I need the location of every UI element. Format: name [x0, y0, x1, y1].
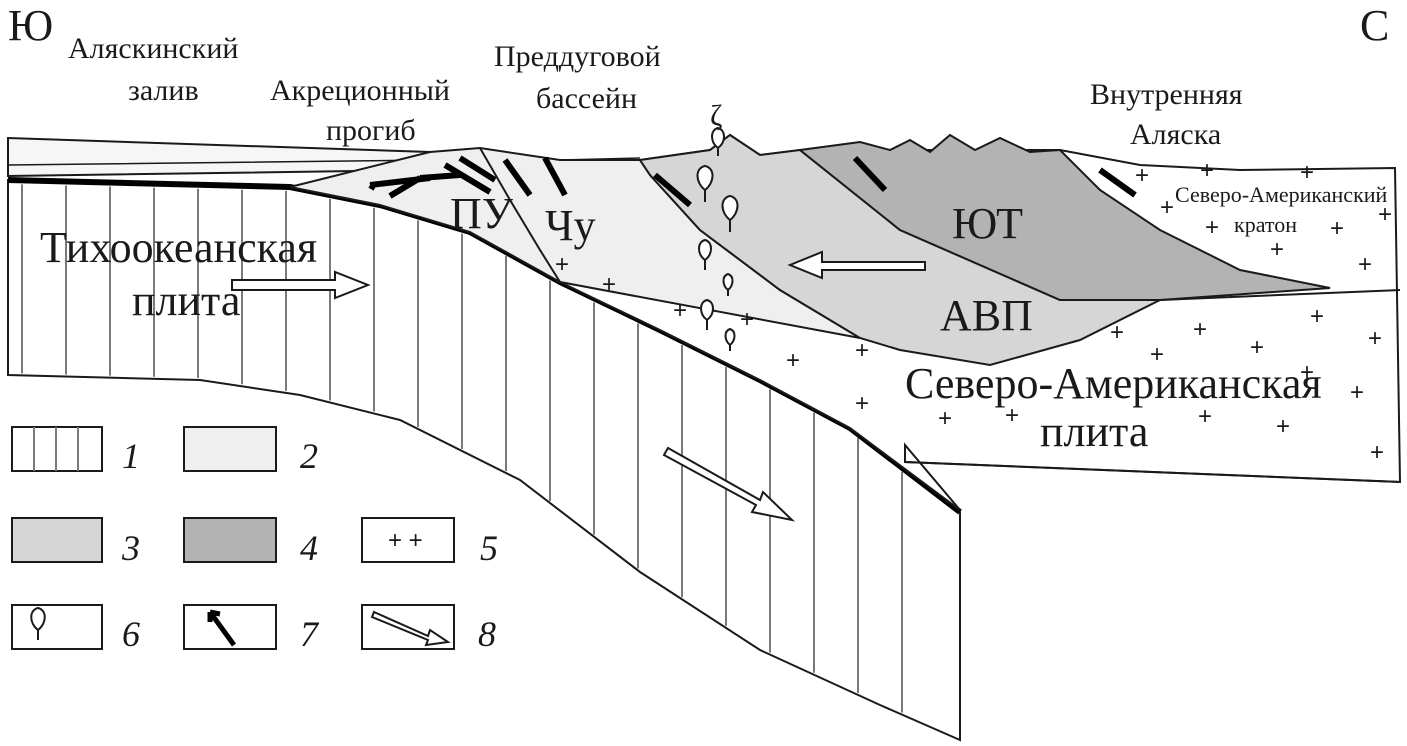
- crust-cross-symbol: +: [1198, 403, 1212, 430]
- legend-number-4: 4: [300, 528, 318, 568]
- crust-cross-symbol: +: [555, 251, 569, 278]
- pacific-plate-label-line1: Тихоокеанская: [40, 223, 317, 272]
- pacific-plate-hatching: [21, 184, 903, 713]
- legend-number-1: 1: [122, 436, 140, 476]
- crust-cross-symbol: +: [1135, 162, 1149, 189]
- yut-terrane: [797, 133, 1331, 301]
- legend-item-4: 4: [183, 517, 318, 568]
- legend-thrust-arrow-icon: [207, 609, 237, 647]
- pu-label: ПУ: [450, 189, 514, 238]
- crust-cross-symbol: +: [1005, 402, 1019, 429]
- legend-number-8: 8: [478, 614, 496, 654]
- na-plate-label-line1: Северо-Американская: [905, 359, 1322, 408]
- legend-magma-drop-icon: [30, 606, 46, 640]
- accretion-label-line1: Акреционный: [270, 74, 450, 107]
- legend-item-5: + + 5: [361, 517, 498, 568]
- crust-cross-symbol: +: [1150, 341, 1164, 368]
- crust-cross-symbol: +: [1370, 439, 1384, 466]
- crust-cross-symbol: +: [1330, 215, 1344, 242]
- legend: 1 2 3 4 + + 5 6: [11, 426, 498, 654]
- south-label: Ю: [8, 1, 53, 50]
- crust-cross-symbol: +: [855, 337, 869, 364]
- legend-number-6: 6: [122, 614, 140, 654]
- crust-cross-symbol: +: [786, 347, 800, 374]
- crust-cross-symbol: +: [1250, 334, 1264, 361]
- legend-number-7: 7: [300, 614, 320, 654]
- crust-cross-symbol: +: [1378, 201, 1392, 228]
- chu-label: Чу: [545, 201, 596, 250]
- crust-cross-symbol: +: [740, 306, 754, 333]
- legend-item-2: 2: [183, 426, 318, 476]
- crust-cross-symbol: +: [673, 297, 687, 324]
- plate-motion-arrows: [231, 250, 926, 522]
- forearc-label-line2: бассейн: [536, 82, 637, 115]
- crust-cross-symbol: +: [1110, 319, 1124, 346]
- crust-cross-symbol: +: [1200, 157, 1214, 184]
- crust-cross-symbol: +: [938, 405, 952, 432]
- legend-item-1: 1: [11, 426, 140, 476]
- crust-cross-symbol: +: [1368, 325, 1382, 352]
- crust-cross-symbol: +: [855, 390, 869, 417]
- legend-number-2: 2: [300, 436, 318, 476]
- north-label: С: [1360, 1, 1389, 50]
- pacific-plate-label-line2: плита: [132, 276, 240, 325]
- avp-wedge: [638, 133, 1161, 367]
- legend-number-3: 3: [121, 528, 140, 568]
- gulf-label-line1: Аляскинский: [68, 32, 238, 65]
- crust-cross-symbol: +: [1276, 413, 1290, 440]
- crust-cross-symbol: +: [1300, 359, 1314, 386]
- yut-label: ЮТ: [952, 199, 1023, 248]
- legend-crosses-symbol: + +: [388, 527, 423, 554]
- crust-cross-symbol: +: [1350, 379, 1364, 406]
- gulf-label-line2: залив: [128, 74, 199, 107]
- avp-label: АВП: [940, 291, 1033, 340]
- craton-label-line1: Северо-Американский: [1175, 182, 1388, 207]
- legend-item-8: 8: [361, 604, 496, 654]
- crust-cross-symbol: +: [602, 271, 616, 298]
- crust-cross-symbol: +: [1300, 159, 1314, 186]
- thrust-arrows: [368, 155, 1137, 208]
- crust-cross-symbol: +: [1205, 214, 1219, 241]
- na-lower-block: [904, 461, 1401, 483]
- interior-label-line1: Внутренняя: [1090, 78, 1243, 111]
- legend-item-3: 3: [11, 517, 140, 568]
- craton-label-line2: кратон: [1234, 212, 1297, 237]
- legend-item-7: 7: [183, 604, 320, 654]
- crust-cross-symbol: +: [1270, 236, 1284, 263]
- magma-drops: [696, 126, 739, 351]
- crust-cross-symbol: +: [1358, 251, 1372, 278]
- crust-cross-symbol: +: [1160, 194, 1174, 221]
- volcano-glyph: ζ: [710, 99, 722, 132]
- legend-plate-motion-arrow-icon: [370, 610, 451, 647]
- crust-cross-symbol: +: [1310, 303, 1324, 330]
- na-plate-label-line2: плита: [1040, 407, 1148, 456]
- crust-cross-symbol: +: [1193, 316, 1207, 343]
- pu-boundary: [479, 147, 561, 283]
- legend-number-5: 5: [480, 528, 498, 568]
- accretion-label-line2: прогиб: [326, 114, 416, 147]
- forearc-label-line1: Преддуговой: [494, 40, 661, 73]
- interior-label-line2: Аляска: [1130, 118, 1221, 151]
- legend-item-6: 6: [11, 604, 140, 654]
- continental-crust-crosses: + + + + + + + + + + + + + + + + + + + + + + + + + + + + +: [555, 157, 1392, 466]
